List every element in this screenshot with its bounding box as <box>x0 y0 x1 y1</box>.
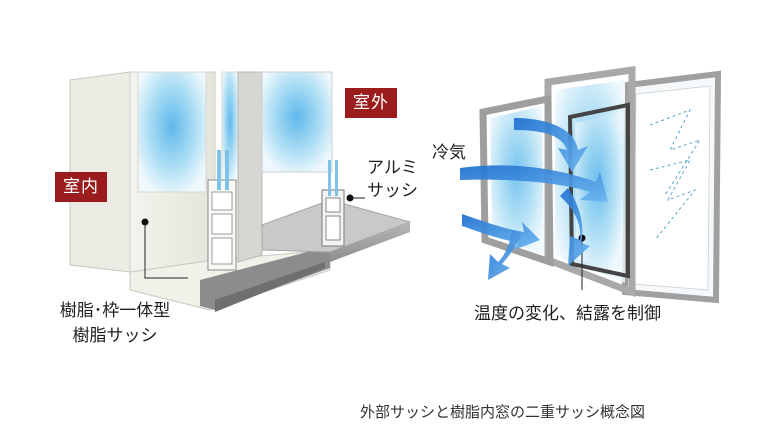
inner-glass-left <box>137 71 207 193</box>
aluminum-sash-label-line1: アルミ <box>367 158 418 178</box>
aluminum-frame-back <box>237 71 263 263</box>
resin-sash-label-line1: 樹脂･枠一体型 <box>59 301 171 321</box>
effect-label: 温度の変化、結露を制御 <box>474 304 661 324</box>
diagram-caption: 外部サッシと樹脂内窓の二重サッシ概念図 <box>360 403 646 421</box>
outer-window-pattern <box>649 109 702 241</box>
resin-leader-dot <box>141 218 149 226</box>
cold-air-arrow-icon <box>460 118 608 280</box>
inner-window-frame <box>479 94 554 267</box>
aluminum-sill-edge <box>330 222 410 262</box>
cold-air-label: 冷気 <box>432 143 466 163</box>
resin-sash-label-line2: 樹脂サッシ <box>72 326 158 346</box>
outer-window-glass <box>632 85 711 291</box>
sash-cutaway <box>69 71 412 312</box>
resin-profile <box>207 150 237 271</box>
inner-glass-right <box>221 71 239 183</box>
aluminum-leader-dot <box>346 194 354 202</box>
aluminum-profile <box>321 160 345 247</box>
resin-leader-line <box>144 222 188 279</box>
indoor-tag: 室内 <box>55 172 107 202</box>
double-window-concept <box>460 65 722 304</box>
aluminum-sash-label-line2: サッシ <box>367 181 418 201</box>
outer-glass <box>261 71 333 173</box>
resin-rail-shadow <box>215 262 325 312</box>
outdoor-tag: 室外 <box>345 88 397 118</box>
inner-sash-right <box>567 102 630 279</box>
